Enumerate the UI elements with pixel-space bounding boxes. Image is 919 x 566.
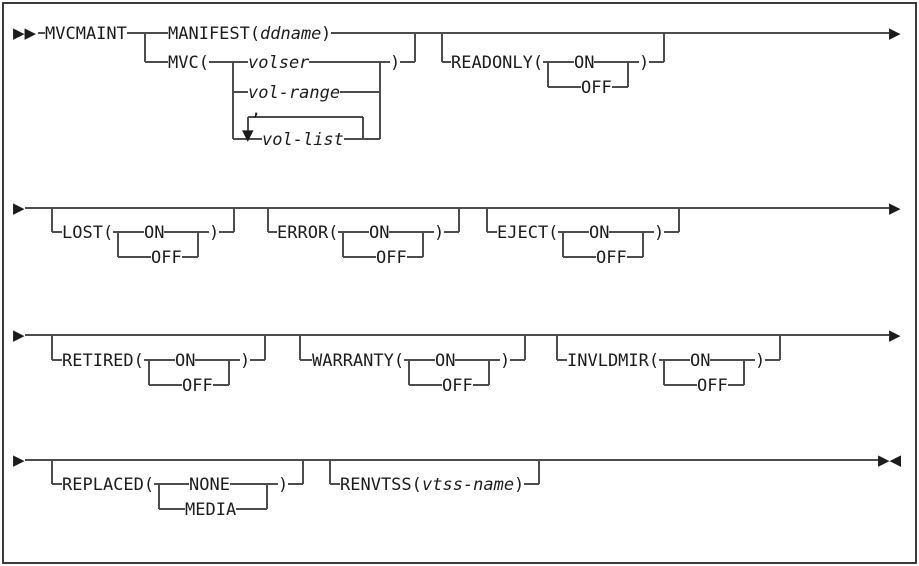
choice-readonly-off: OFF bbox=[581, 78, 612, 98]
keyword-mvc: MVC( bbox=[168, 53, 209, 73]
choice-error-off: OFF bbox=[376, 248, 407, 268]
choice-lost-on: ON bbox=[144, 223, 164, 243]
paren-close-lost: ) bbox=[209, 223, 219, 243]
choice-readonly-on: ON bbox=[574, 53, 594, 73]
keyword-manifest: MANIFEST( bbox=[168, 24, 260, 44]
row2-continue-icon: ▶ bbox=[889, 199, 901, 217]
row1-continue-icon: ▶ bbox=[889, 24, 901, 42]
syntax-row-1: ▶▶ MVCMAINT MANIFEST( ddname ) MVC( vols… bbox=[13, 24, 901, 150]
paren-close-error: ) bbox=[434, 223, 444, 243]
diagram-start-icon: ▶▶ bbox=[13, 24, 37, 42]
keyword-retired: RETIRED( bbox=[62, 351, 144, 371]
paren-close-manifest: ) bbox=[321, 24, 331, 44]
keyword-readonly: READONLY( bbox=[451, 53, 543, 73]
paren-close-warranty: ) bbox=[500, 351, 510, 371]
choice-replaced-media: MEDIA bbox=[185, 500, 236, 520]
variable-vol-range: vol-range bbox=[248, 83, 340, 103]
keyword-invldmir: INVLDMIR( bbox=[567, 351, 659, 371]
keyword-lost: LOST( bbox=[62, 223, 113, 243]
keyword-renvtss: RENVTSS( bbox=[340, 475, 422, 495]
rail-lines-row-1 bbox=[38, 32, 889, 140]
keyword-command: MVCMAINT bbox=[45, 24, 127, 44]
choice-eject-on: ON bbox=[589, 223, 609, 243]
keyword-eject: EJECT( bbox=[497, 223, 558, 243]
variable-vtss-name: vtss-name bbox=[422, 475, 514, 495]
keyword-error: ERROR( bbox=[277, 223, 338, 243]
syntax-row-4: ▶ REPLACED( NONE MEDIA ) RENVTSS( vtss-n… bbox=[13, 451, 902, 520]
syntax-row-3: ▶ RETIRED( ON OFF ) WARRANTY( ON OFF ) I… bbox=[13, 326, 901, 396]
keyword-warranty: WARRANTY( bbox=[312, 351, 404, 371]
row3-start-icon: ▶ bbox=[13, 326, 25, 344]
rail-lines-row-2 bbox=[25, 207, 889, 258]
paren-close-mvc: ) bbox=[390, 53, 400, 73]
paren-close-renvtss: ) bbox=[514, 475, 524, 495]
loop-separator-comma: , bbox=[251, 100, 261, 120]
row3-continue-icon: ▶ bbox=[889, 326, 901, 344]
choice-invldmir-on: ON bbox=[690, 351, 710, 371]
loop-arrow-icon: ▼ bbox=[242, 126, 254, 144]
paren-close-invldmir: ) bbox=[755, 351, 765, 371]
paren-close-readonly: ) bbox=[639, 53, 649, 73]
choice-invldmir-off: OFF bbox=[697, 376, 728, 396]
choice-retired-on: ON bbox=[175, 351, 195, 371]
choice-replaced-none: NONE bbox=[189, 475, 230, 495]
syntax-row-2: ▶ LOST( ON OFF ) ERROR( ON OFF ) EJECT( … bbox=[13, 199, 901, 268]
choice-error-on: ON bbox=[369, 223, 389, 243]
choice-retired-off: OFF bbox=[182, 376, 213, 396]
keyword-replaced: REPLACED( bbox=[62, 475, 154, 495]
rail-lines-row-4 bbox=[25, 459, 880, 510]
row4-start-icon: ▶ bbox=[13, 451, 25, 469]
choice-lost-off: OFF bbox=[151, 248, 182, 268]
paren-close-eject: ) bbox=[654, 223, 664, 243]
variable-volser: volser bbox=[248, 53, 310, 73]
diagram-end-icon: ▶◀ bbox=[878, 451, 902, 469]
choice-warranty-off: OFF bbox=[442, 376, 473, 396]
rail-lines-row-3 bbox=[25, 334, 889, 386]
variable-ddname: ddname bbox=[260, 24, 321, 44]
choice-eject-off: OFF bbox=[596, 248, 627, 268]
paren-close-replaced: ) bbox=[278, 475, 288, 495]
choice-warranty-on: ON bbox=[435, 351, 455, 371]
row2-start-icon: ▶ bbox=[13, 199, 25, 217]
paren-close-retired: ) bbox=[240, 351, 250, 371]
variable-vol-list: vol-list bbox=[262, 130, 344, 150]
